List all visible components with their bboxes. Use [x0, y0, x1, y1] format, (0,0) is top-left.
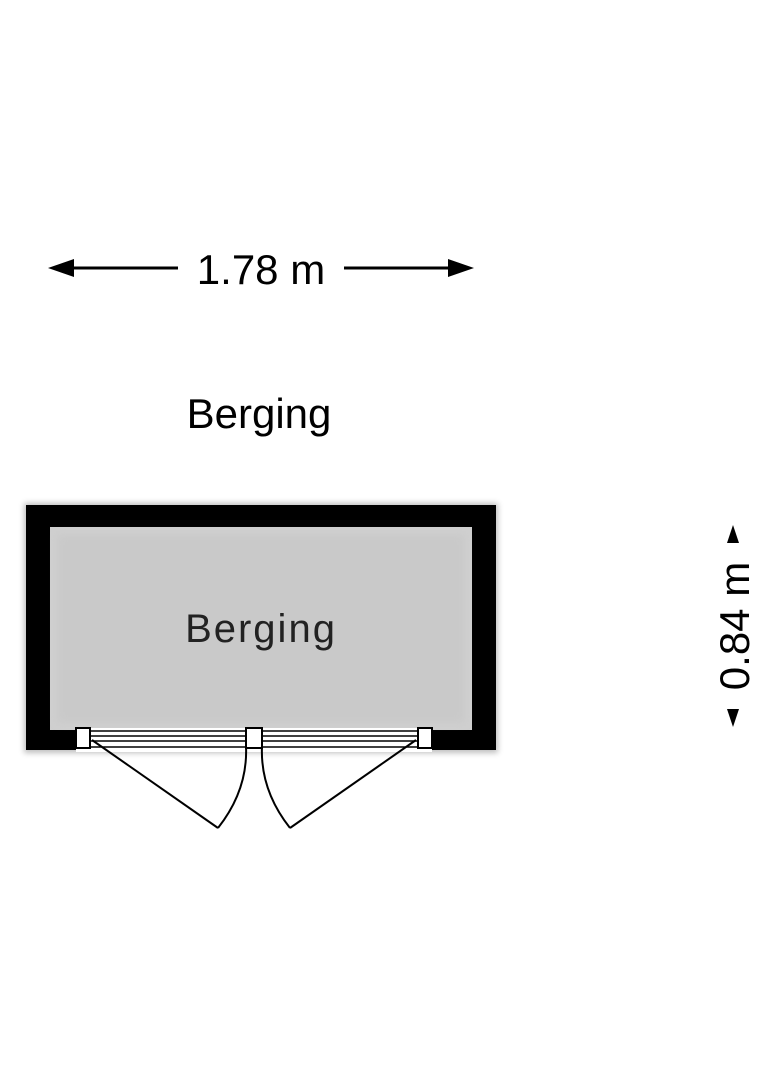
door-frame-left [75, 727, 91, 749]
arrow-up-icon [727, 525, 739, 543]
floor-title: Berging [187, 390, 332, 437]
depth-dimension: 0.84 m [711, 525, 758, 727]
door-frame-center [245, 727, 263, 749]
depth-dimension-label: 0.84 m [711, 562, 758, 690]
door-swing-arc-left [217, 745, 248, 829]
room-floor-shade [58, 535, 464, 722]
room-storage: Berging [24, 503, 498, 829]
room-label: Berging [185, 607, 337, 651]
width-dimension-label: 1.78 m [197, 246, 325, 293]
door-swing-arc-right [260, 745, 291, 829]
door-leaf-right [289, 739, 417, 829]
arrow-right-icon [448, 259, 474, 277]
door-frame-right [417, 727, 433, 749]
arrow-left-icon [48, 259, 74, 277]
width-dimension: 1.78 m [48, 246, 474, 293]
arrow-down-icon [727, 709, 739, 727]
door-leaf-left [91, 739, 219, 829]
